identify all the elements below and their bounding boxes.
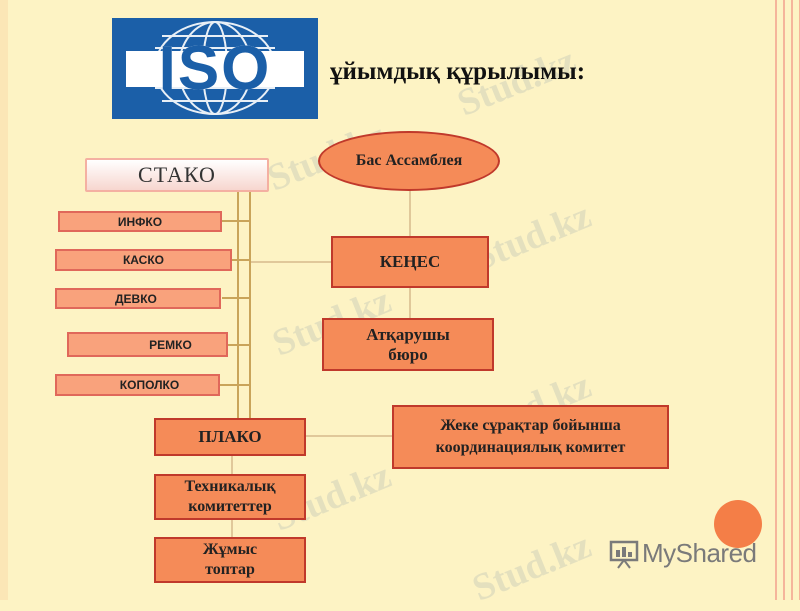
plako-node: ПЛАКО xyxy=(154,418,306,456)
devko-node: ДЕВКО xyxy=(55,288,221,309)
working-groups-line2: топтар xyxy=(205,561,255,578)
slide-right-border xyxy=(772,0,800,600)
working-groups-line1: Жұмыс xyxy=(202,541,258,558)
globe-icon xyxy=(126,21,304,115)
remko-label: РЕМКО xyxy=(149,337,192,352)
plako-label: ПЛАКО xyxy=(198,427,262,446)
coordination-label-line2: координациялық комитет xyxy=(435,439,626,456)
decorative-circle xyxy=(714,500,762,548)
kasko-label: КАСКО xyxy=(122,253,164,267)
bureau-label-line2: бюро xyxy=(388,344,428,364)
assembly-label: Бас Ассамблея xyxy=(355,152,463,169)
stako-node: СТАКО xyxy=(85,158,269,192)
infko-node: ИНФКО xyxy=(58,211,222,232)
presentation-icon xyxy=(609,540,639,569)
technical-committees-node: Техникалық комитеттер xyxy=(154,474,306,520)
slide-left-border xyxy=(0,0,8,600)
stako-label: СТАКО xyxy=(138,162,216,187)
bureau-label-line1: Атқарушы xyxy=(366,324,450,344)
myshared-text: MyShared xyxy=(642,538,757,568)
council-label: КЕҢЕС xyxy=(379,252,441,271)
working-groups-node: Жұмыс топтар xyxy=(154,537,306,583)
myshared-logo[interactable]: MyShared xyxy=(608,538,757,569)
page-title: ұйымдық құрылымы: xyxy=(330,58,586,85)
kopolko-node: КОПОЛКО xyxy=(55,374,220,396)
council-node: КЕҢЕС xyxy=(331,236,489,288)
kopolko-label: КОПОЛКО xyxy=(119,378,180,392)
assembly-node: Бас Ассамблея xyxy=(318,131,500,191)
technical-committees-line1: Техникалық xyxy=(184,478,276,495)
coordination-label-line1: Жеке сұрақтар бойынша xyxy=(440,417,621,434)
infko-label: ИНФКО xyxy=(117,214,163,229)
iso-logo-text: ISO xyxy=(158,34,272,103)
iso-logo: ISO xyxy=(112,18,318,119)
technical-committees-line2: комитеттер xyxy=(188,498,272,515)
devko-label: ДЕВКО xyxy=(115,291,157,306)
kasko-node: КАСКО xyxy=(55,249,232,271)
coordination-committee-node: Жеке сұрақтар бойынша координациялық ком… xyxy=(392,405,669,469)
bureau-node: Атқарушы бюро xyxy=(322,318,494,371)
remko-node: РЕМКО xyxy=(67,332,228,357)
